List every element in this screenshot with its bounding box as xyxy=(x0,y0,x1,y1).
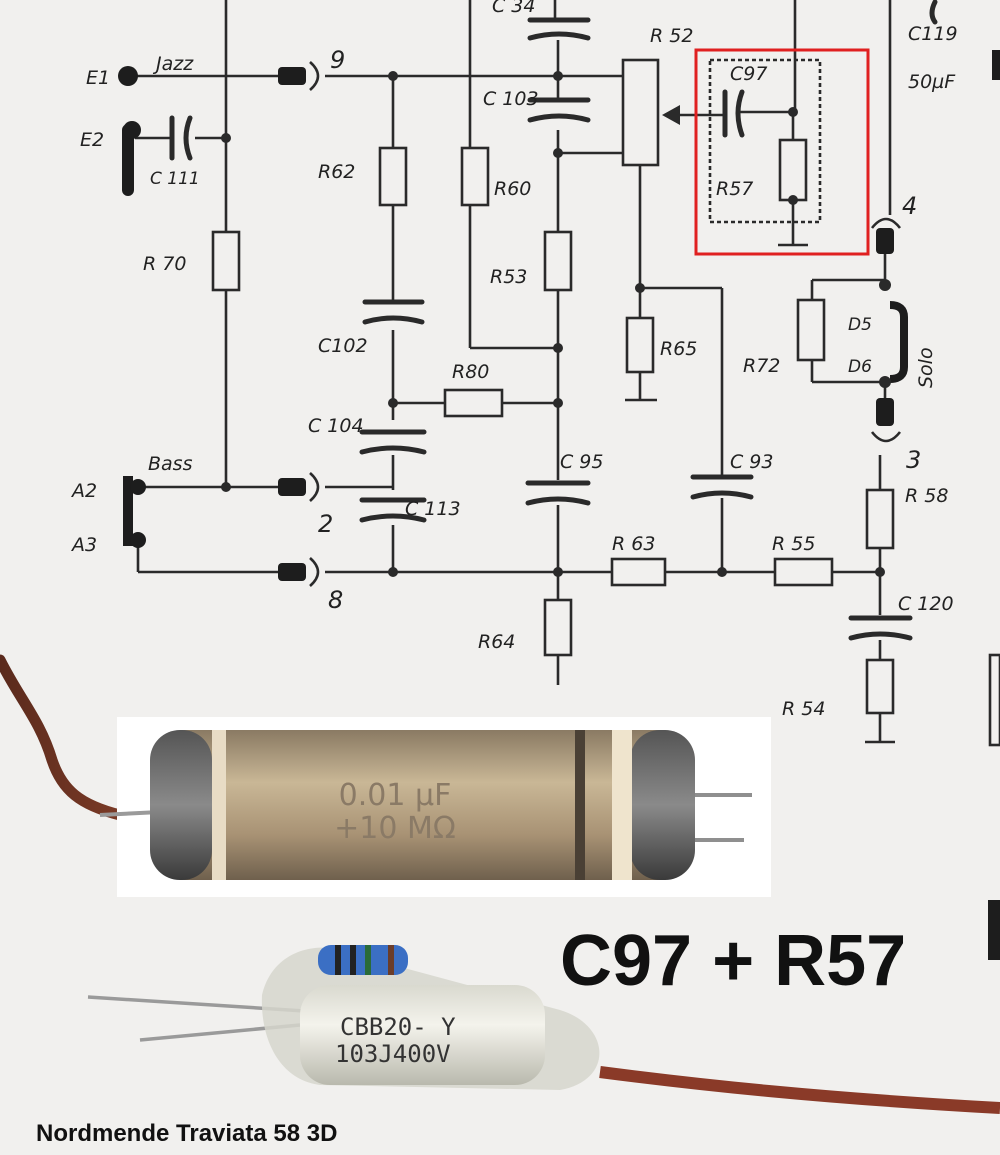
left-brown-wire xyxy=(0,654,126,821)
c120-label: C 120 xyxy=(898,593,954,615)
c119-label: C119 xyxy=(908,23,958,45)
r53-label: R53 xyxy=(490,266,527,288)
plug-8-number: 8 xyxy=(328,586,343,614)
new-cap-model-text: CBB20- Y xyxy=(340,1013,456,1041)
terminal-e2-label: E2 xyxy=(80,129,104,151)
new-capacitor-photo: CBB20- Y 103J400V xyxy=(87,945,1000,1114)
c34-label: C 34 xyxy=(492,0,535,17)
plug-2-number: 2 xyxy=(318,510,333,538)
d5-label: D5 xyxy=(848,315,872,335)
r80-label: R80 xyxy=(452,361,489,383)
c97-label: C97 xyxy=(730,63,767,85)
r58-label: R 58 xyxy=(905,485,948,507)
schematic-labels: E1 E2 A2 A3 Jazz Bass Solo 9 4 3 2 8 C 3… xyxy=(70,0,958,720)
capacitor-plates xyxy=(169,0,938,641)
junction-dots xyxy=(221,71,891,577)
r57-label: R57 xyxy=(716,178,753,200)
terminals-and-plugs xyxy=(118,61,902,587)
d6-label: D6 xyxy=(848,357,872,377)
resistor-bodies xyxy=(211,58,895,715)
r55-label: R 55 xyxy=(772,533,815,555)
r60-label: R60 xyxy=(494,178,531,200)
bass-label: Bass xyxy=(148,453,193,475)
solo-label: Solo xyxy=(915,347,937,388)
r72-label: R72 xyxy=(743,355,780,377)
r52-label: R 52 xyxy=(650,25,693,47)
r64-label: R64 xyxy=(478,631,515,653)
r62-label: R62 xyxy=(318,161,355,183)
c113-label: C 113 xyxy=(405,498,461,520)
terminal-a2-label: A2 xyxy=(70,480,97,502)
r63-label: R 63 xyxy=(612,533,655,555)
footer-model-name: Nordmende Traviata 58 3D xyxy=(36,1120,338,1147)
terminal-e1-label: E1 xyxy=(86,67,110,89)
c119-value-label: 50µF xyxy=(908,71,956,93)
jazz-label: Jazz xyxy=(152,53,194,75)
caption-title: C97 + R57 xyxy=(560,921,907,1001)
c93-label: C 93 xyxy=(730,451,773,473)
c103-label: C 103 xyxy=(483,88,539,110)
terminal-a3-label: A3 xyxy=(70,534,97,556)
old-cap-value-text: 0.01 µF xyxy=(339,778,452,813)
new-cap-code-text: 103J400V xyxy=(335,1040,451,1068)
schematic-wiring xyxy=(130,0,1000,960)
old-cap-resistance-text: +10 MΩ xyxy=(334,811,456,846)
c95-label: C 95 xyxy=(560,451,603,473)
old-capacitor-photo: 0.01 µF +10 MΩ xyxy=(99,717,771,897)
highlight-box xyxy=(694,48,870,256)
plug-3-number: 3 xyxy=(906,446,921,474)
plug-9-number: 9 xyxy=(330,46,345,74)
c102-label: C102 xyxy=(318,335,368,357)
r54-label: R 54 xyxy=(782,698,825,720)
c111-label: C 111 xyxy=(150,169,200,189)
plug-4-number: 4 xyxy=(902,192,917,220)
r70-label: R 70 xyxy=(143,253,186,275)
c104-label: C 104 xyxy=(308,415,364,437)
r65-label: R65 xyxy=(660,338,697,360)
